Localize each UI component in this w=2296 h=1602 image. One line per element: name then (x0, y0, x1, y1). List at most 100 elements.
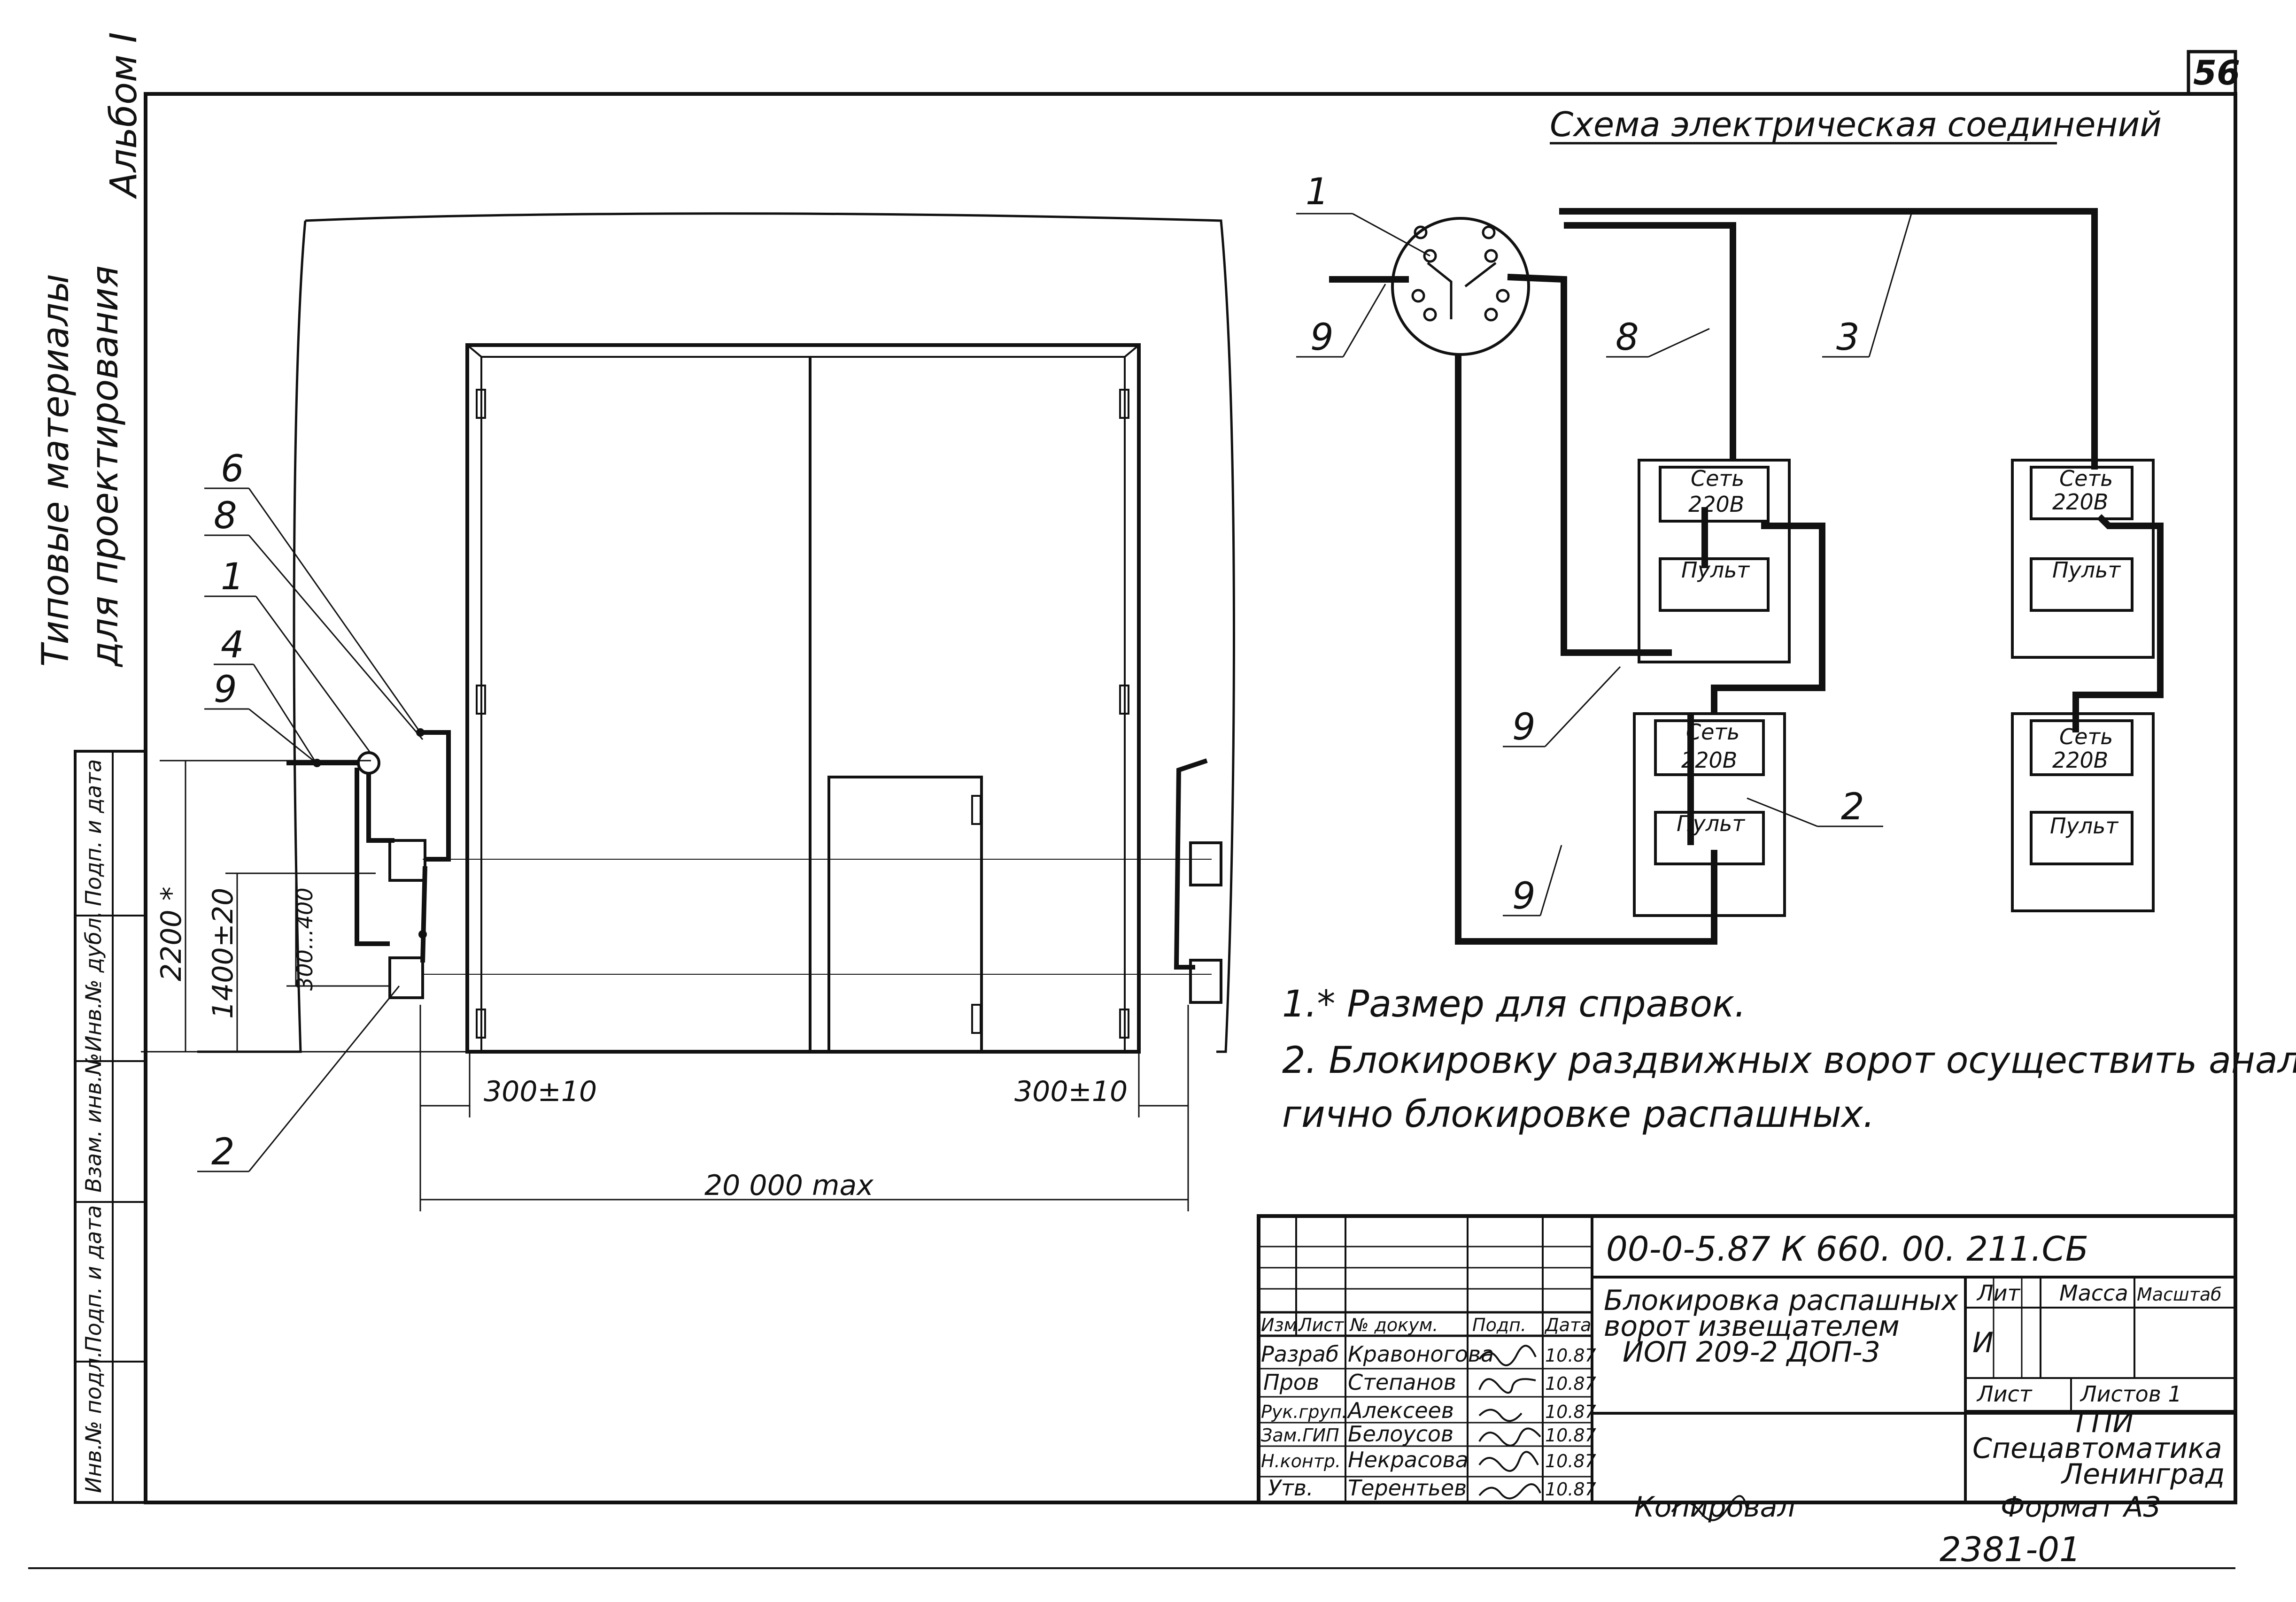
tb-name-4: Некрасова (1348, 1447, 1469, 1472)
unit4-remote: Пульт (2050, 813, 2118, 839)
dimension-lines (141, 760, 1212, 1211)
unit3-net: Сеть (2059, 466, 2113, 491)
series-title-2: для проектирования (84, 265, 126, 668)
tb-col-list: Лист (1298, 1315, 1345, 1335)
dim-300-left: 300±10 (484, 1075, 597, 1108)
right-detector-assembly (1174, 758, 1222, 1004)
stamp-label-inv-podl: Инв.№ подл. (81, 1351, 106, 1493)
schema-unit-3 (2011, 459, 2155, 659)
wicket-door (827, 776, 983, 1053)
tb-date-5: 10.87 (1545, 1479, 1596, 1500)
stamp-label-podp-data-1: Подп. и дата (81, 1205, 106, 1352)
wiring-schema (1296, 208, 2164, 945)
tb-col-izm: Изм. (1261, 1315, 1303, 1335)
tb-org-1: ГПИ (2076, 1406, 2134, 1439)
tb-format-label: Формат А3 (2001, 1491, 2161, 1524)
tb-name-line-3: ИОП 209-2 ДОП-3 (1623, 1336, 1880, 1369)
tb-role-4: Н.контр. (1261, 1451, 1341, 1471)
tb-role-2: Рук.груп. (1261, 1402, 1347, 1422)
hinges (476, 389, 1129, 1039)
tb-lit-label: Лит (1976, 1280, 2020, 1306)
dim-300-right: 300±10 (1014, 1075, 1128, 1108)
tb-org-2: Спецавтоматика (1972, 1432, 2222, 1465)
dim-300-400: 300...400 (292, 888, 317, 991)
note-2b: гично блокировке распашных. (1282, 1094, 1875, 1136)
tb-col-sign: Подп. (1472, 1315, 1526, 1335)
detector-unit-upper (388, 839, 426, 882)
stamp-label-vzam-inv: Взам. инв.№ (81, 1053, 106, 1193)
title-block (1257, 1214, 2237, 1504)
tb-designation: 00-0-5.87 К 660. 00. 211.СБ (1606, 1229, 2088, 1269)
tb-col-doc: № докум. (1349, 1315, 1438, 1335)
unit1-remote: Пульт (1681, 557, 1750, 583)
schema-callout-1: 1 (1306, 171, 1329, 213)
gate-callout-2: 2 (211, 1131, 235, 1173)
page-number: 56 (2193, 53, 2240, 92)
dim-1400: 1400±20 (207, 888, 240, 1019)
archive-number: 2381-01 (1940, 1530, 2081, 1569)
tb-name-line-2: ворот извещателем (1604, 1310, 1900, 1343)
schema-callout-9-mid: 9 (1512, 706, 1536, 748)
tb-date-4: 10.87 (1545, 1451, 1596, 1471)
tb-sheets-label: Листов 1 (2080, 1381, 2182, 1407)
gate-frame (465, 343, 1141, 1054)
gate-callout-8: 8 (214, 495, 237, 537)
gate-callout-1: 1 (221, 556, 244, 598)
schema-callout-8: 8 (1616, 316, 1639, 359)
unit2-net: Сеть (1686, 719, 1739, 745)
series-title-1: Типовые материалы (35, 274, 77, 667)
tb-name-1: Степанов (1348, 1370, 1456, 1395)
tb-role-3: Зам.ГИП (1261, 1425, 1339, 1446)
detector-unit-lower (388, 956, 424, 999)
tb-role-0: Разраб (1261, 1341, 1339, 1367)
right-detector-upper (1189, 841, 1222, 886)
tb-role-5: Утв. (1268, 1475, 1314, 1501)
tb-copied-label: Копировал (1634, 1491, 1795, 1524)
dim-gate-width: 20 000 max (704, 1169, 874, 1202)
unit3-voltage: 220В (2052, 489, 2108, 515)
tb-lit-value: И (1972, 1326, 1994, 1359)
schema-callout-9-top: 9 (1310, 316, 1334, 359)
tb-org-3: Ленинград (2061, 1458, 2225, 1491)
unit1-voltage: 220В (1688, 492, 1744, 517)
tb-date-3: 10.87 (1545, 1425, 1596, 1446)
tb-name-2: Алексеев (1346, 1398, 1454, 1423)
unit3-remote: Пульт (2052, 557, 2121, 583)
album-title: Альбом I (103, 32, 145, 200)
unit2-remote: Пульт (1677, 811, 1745, 836)
tb-name-line-1: Блокировка распашных (1604, 1284, 1958, 1317)
stamp-label-podp-data-2: Подп. и дата (81, 759, 106, 906)
unit1-net: Сеть (1691, 466, 1744, 491)
tb-mass-label: Масса (2059, 1280, 2128, 1306)
unit2-voltage: 220В (1681, 747, 1737, 773)
tb-col-date: Дата (1544, 1315, 1591, 1335)
wall-outline (305, 212, 1235, 1053)
schema-title: Схема электрическая соединений (1550, 105, 2162, 144)
gate-callout-4: 4 (221, 624, 244, 666)
tb-name-3: Белоусов (1348, 1421, 1453, 1447)
note-2a: 2. Блокировку раздвижных ворот осуществи… (1282, 1040, 2296, 1082)
tb-scale-label: Масштаб (2137, 1284, 2222, 1305)
schema-unit-1 (1638, 459, 1791, 663)
schema-callout-3: 3 (1836, 316, 1860, 359)
gate-callout-leaders (197, 487, 424, 1172)
dim-2200: 2200 * (155, 886, 188, 981)
schema-junction-box (1391, 217, 1530, 356)
right-detector-lower (1189, 959, 1222, 1004)
junction-box-1 (357, 751, 380, 775)
schema-callout-2: 2 (1841, 786, 1864, 828)
signatures (1478, 1345, 1748, 1521)
note-1: 1.* Размер для справок. (1282, 983, 1746, 1025)
tb-name-0: Кравоногова (1348, 1341, 1494, 1367)
tb-name-5: Терентьев (1348, 1475, 1467, 1501)
schema-unit-2 (1633, 712, 1786, 917)
tb-sheet-label: Лист (1976, 1381, 2033, 1407)
left-stamp-column (74, 750, 147, 1504)
tb-date-0: 10.87 (1545, 1345, 1596, 1366)
tb-date-2: 10.87 (1545, 1402, 1596, 1422)
schema-callout-9-low: 9 (1512, 875, 1536, 917)
gate-callout-6: 6 (221, 448, 244, 490)
schema-unit-4 (2011, 712, 2155, 912)
gate-callout-9: 9 (214, 669, 237, 711)
